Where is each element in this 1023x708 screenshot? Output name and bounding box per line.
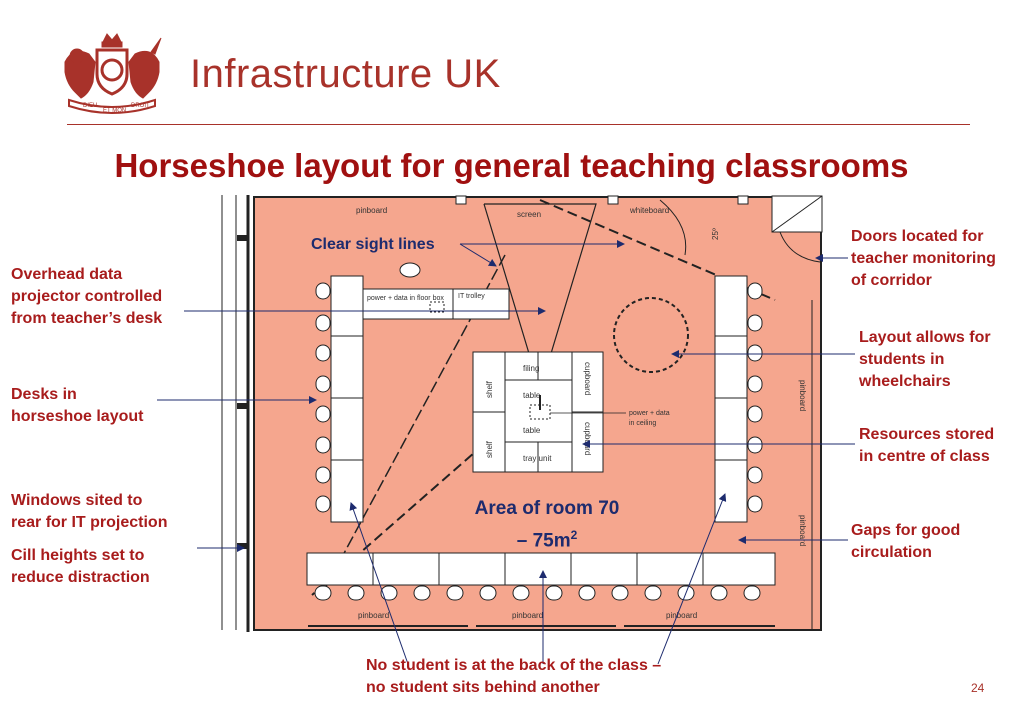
callout-gaps-line: Gaps for good <box>851 522 961 539</box>
whiteboard-label: whiteboard <box>629 206 669 215</box>
pinboard-right-2-label: pinboard <box>798 515 807 546</box>
callout-projector: Overhead data projector controlled from … <box>11 264 162 330</box>
power-floor-label: power + data in floor box <box>367 295 444 302</box>
callout-no-student-line: no student sits behind another <box>366 679 600 696</box>
pinboard-bottom-3-label: pinboard <box>666 611 697 620</box>
callout-cill-line: Cill heights set to <box>11 547 145 564</box>
callout-desks-line: Desks in <box>11 386 77 403</box>
slide-title: Horseshoe layout for general teaching cl… <box>114 147 909 184</box>
shelf-top-label: shelf <box>485 380 494 398</box>
callout-cill-line: reduce distraction <box>11 569 150 586</box>
right-chairs <box>747 282 763 513</box>
filing-label: filing <box>523 364 539 373</box>
royal-coat-of-arms-icon: DIEU ET MON DROIT <box>64 33 162 114</box>
callout-gaps-line: circulation <box>851 544 932 561</box>
callout-windows: Windows sited to rear for IT projection <box>11 490 167 534</box>
pinboard-right-1-label: pinboard <box>798 380 807 411</box>
callout-doors-line: of corridor <box>851 272 932 289</box>
callout-no-student: No student is at the back of the class –… <box>366 655 661 699</box>
callout-gaps: Gaps for good circulation <box>851 520 960 564</box>
angle-label: 25º <box>711 228 720 240</box>
power-ceiling-label-2: in ceiling <box>629 420 656 427</box>
callout-clear-sight-lines: Clear sight lines <box>311 236 435 253</box>
callout-resources: Resources stored in centre of class <box>859 424 994 468</box>
table-bottom-label: table <box>523 426 541 435</box>
room-area-value: – 75m <box>516 530 571 552</box>
power-ceiling-label-1: power + data <box>629 410 670 417</box>
room-area-sup: 2 <box>570 528 578 542</box>
motto-dieu: DIEU <box>83 103 97 109</box>
motto-droit: DROIT <box>131 103 150 109</box>
table-top-label: table <box>523 391 541 400</box>
callout-desks: Desks in horseshoe layout <box>11 384 143 428</box>
callout-resources-line: in centre of class <box>859 448 990 465</box>
it-trolley-label: IT trolley <box>458 293 485 300</box>
callout-windows-line: Windows sited to <box>11 492 143 509</box>
callout-resources-line: Resources stored <box>859 426 995 443</box>
callout-wheelchairs-line: students in <box>859 351 945 368</box>
room-area-line1: Area of room 70 <box>474 498 620 519</box>
page-number: 24 <box>971 681 985 695</box>
callout-projector-line: Overhead data <box>11 266 123 283</box>
callout-wheelchairs: Layout allows for students in wheelchair… <box>859 327 991 393</box>
callout-wheelchairs-line: Layout allows for <box>859 329 991 346</box>
shelf-bottom-label: shelf <box>485 440 494 458</box>
callout-desks-line: horseshoe layout <box>11 408 144 425</box>
motto-et-mon: ET MON <box>103 108 126 114</box>
brand-name: Infrastructure UK <box>190 52 501 96</box>
cupboard-top-label: cupboard <box>583 362 592 395</box>
callout-doors: Doors located for teacher monitoring of … <box>851 226 996 292</box>
tray-unit-label: tray unit <box>523 454 552 463</box>
callout-cill: Cill heights set to reduce distraction <box>11 545 150 589</box>
callout-projector-line: projector controlled <box>11 288 163 305</box>
cupboard-bottom-label: cupboard <box>583 422 592 455</box>
callout-doors-line: Doors located for <box>851 228 984 245</box>
header-divider <box>67 124 970 125</box>
callout-doors-line: teacher monitoring <box>851 250 996 267</box>
callout-no-student-line: No student is at the back of the class – <box>366 657 662 674</box>
pinboard-top-label: pinboard <box>356 206 387 215</box>
callout-projector-line: from teacher’s desk <box>11 310 163 327</box>
callout-wheelchairs-line: wheelchairs <box>859 373 951 390</box>
bottom-chairs <box>314 585 761 601</box>
callout-windows-line: rear for IT projection <box>11 514 168 531</box>
left-chairs <box>315 282 331 513</box>
callout-arrows <box>157 240 855 665</box>
pinboard-bottom-1-label: pinboard <box>358 611 389 620</box>
room-area-label: Area of room 70 – 75m2 <box>450 496 644 554</box>
screen-label: screen <box>517 210 541 219</box>
wheelchair-turning-circle <box>613 297 689 373</box>
pinboard-bottom-2-label: pinboard <box>512 611 543 620</box>
room-area-line2: – 75m2 <box>450 522 644 554</box>
